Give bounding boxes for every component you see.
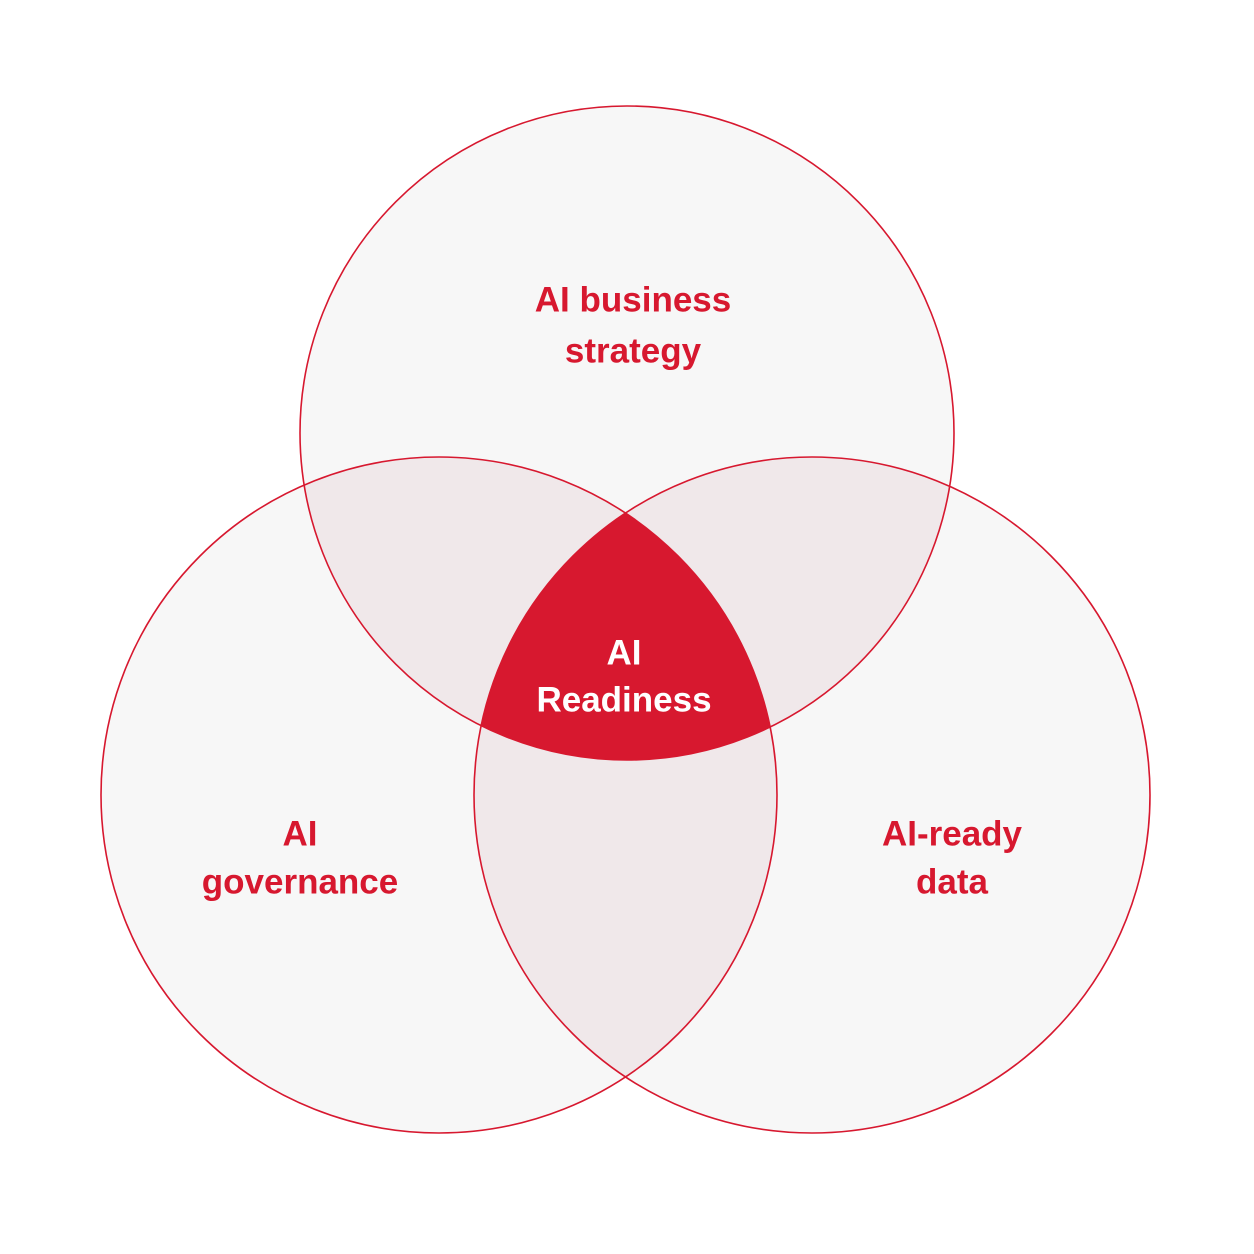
- center-overlap: [474, 457, 777, 760]
- label-left-line2: governance: [202, 863, 398, 902]
- circle-top-outline: [299, 105, 955, 761]
- center-region: [474, 457, 777, 760]
- label-right-line1: AI-ready: [882, 815, 1023, 854]
- label-center-line1: AI: [607, 634, 642, 673]
- label-right-line2: data: [916, 863, 989, 902]
- circle-outlines: [100, 105, 1151, 1134]
- circle-right-outline: [473, 456, 1151, 1134]
- label-center-line2: Readiness: [536, 681, 711, 720]
- circle-left-outline: [100, 456, 778, 1134]
- label-top-line2: strategy: [565, 332, 702, 371]
- label-top-line1: AI business: [535, 281, 731, 320]
- labels: AI business strategy AI governance AI-re…: [202, 281, 1023, 902]
- label-left-line1: AI: [283, 815, 318, 854]
